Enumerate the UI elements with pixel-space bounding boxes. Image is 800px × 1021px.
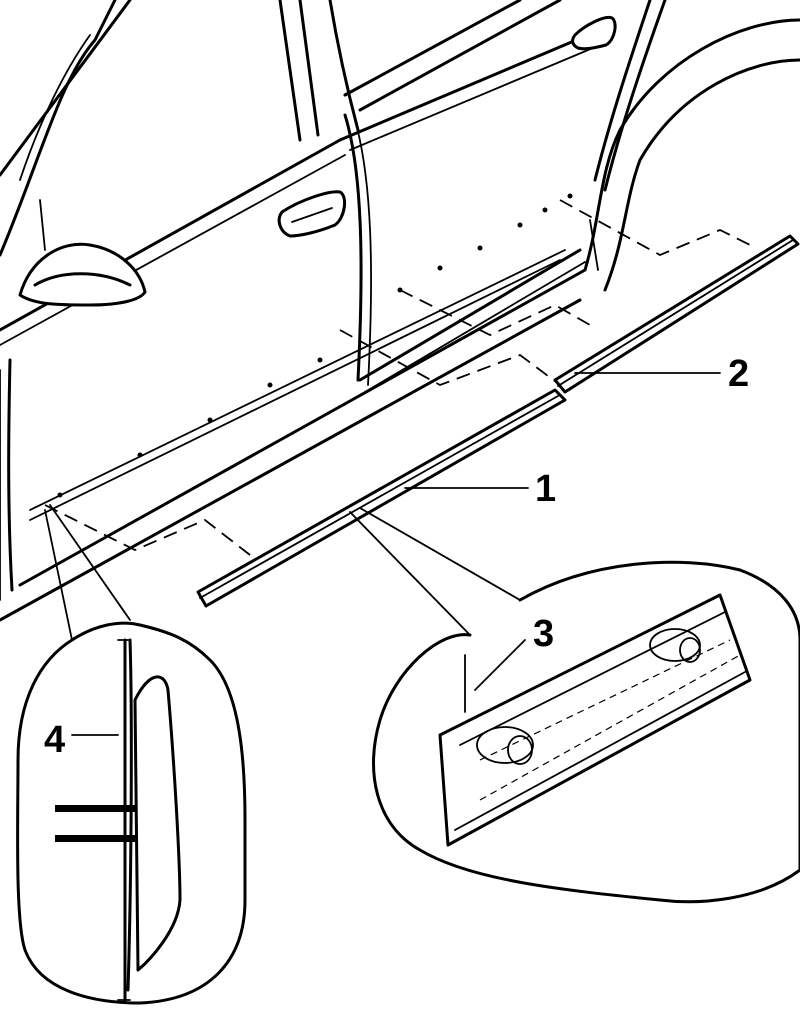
- alignment-lines: [44, 199, 751, 556]
- callout-4: 4: [44, 719, 65, 761]
- section-detail-bubble: [16, 621, 247, 1005]
- rear-door-molding: [553, 234, 800, 394]
- callout-3: 3: [533, 613, 554, 655]
- mirror-icon: [18, 199, 147, 307]
- front-door-molding: [196, 388, 567, 608]
- molding-detail-bubble: [372, 560, 800, 904]
- callout-1: 1: [535, 468, 556, 510]
- front-door-handle-icon: [277, 190, 347, 238]
- callout-leaders: [44, 372, 721, 736]
- rear-door-handle-icon: [571, 15, 617, 51]
- callout-2: 2: [728, 353, 749, 395]
- mounting-holes: [57, 193, 573, 498]
